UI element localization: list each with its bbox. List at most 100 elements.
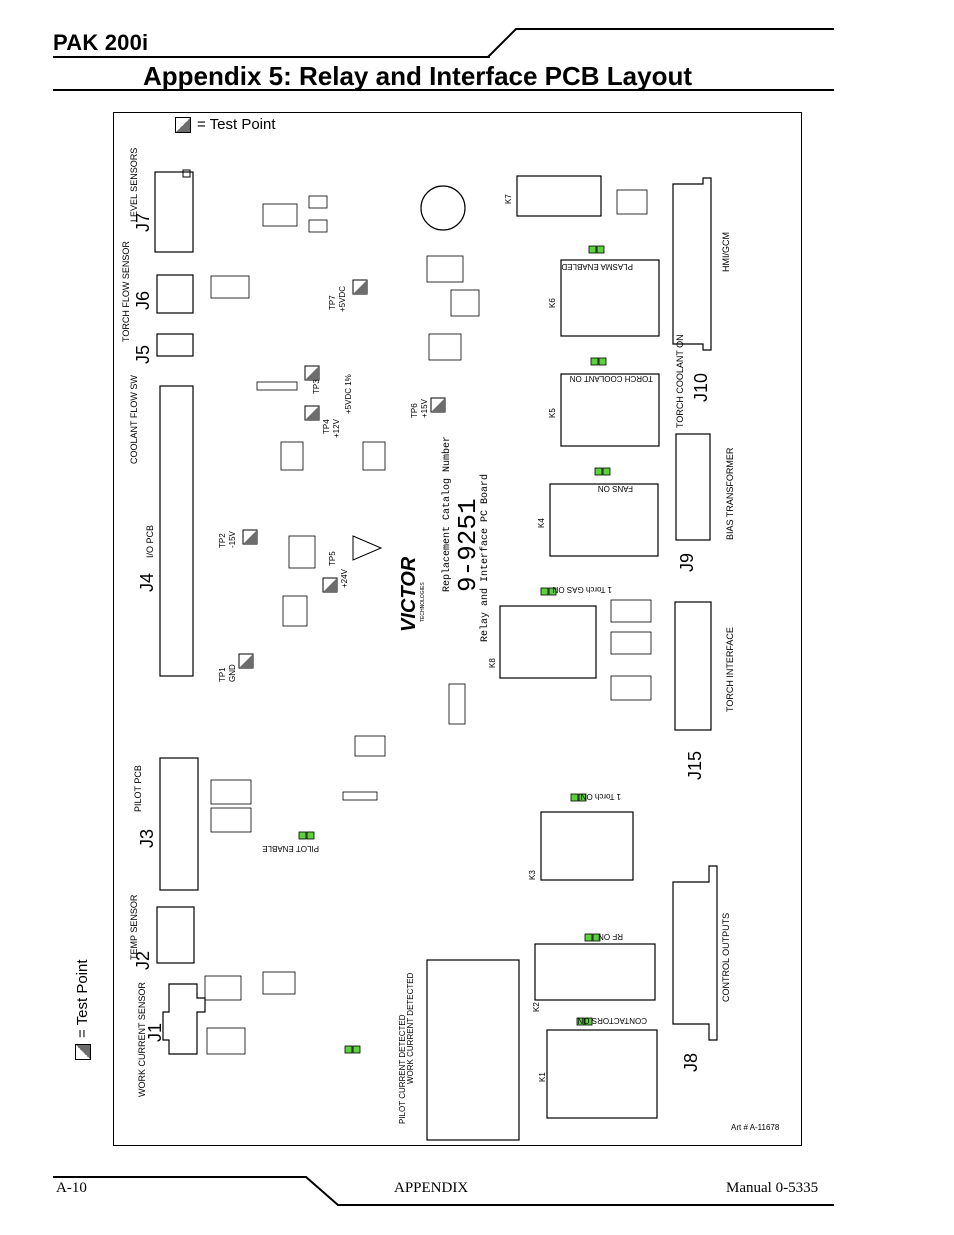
catalog-number: 9-9251 xyxy=(453,498,483,592)
pcb-label: J10 xyxy=(691,373,711,402)
pcb-frame xyxy=(113,112,802,1146)
small-components xyxy=(204,189,652,1055)
pcb-label: TP3 xyxy=(312,379,321,394)
pcb-label: 1 Torch ON xyxy=(580,792,621,801)
pcb-label: TORCH COOLANT ON xyxy=(570,374,653,383)
pcb-label: J15 xyxy=(685,751,705,780)
pcb-label: WORK CURRENT DETECTED xyxy=(406,972,415,1084)
connector-j1: J1 WORK CURRENT SENSOR xyxy=(137,982,206,1097)
pcb-label: -15V xyxy=(228,530,237,548)
pcb-label: TORCH INTERFACE xyxy=(725,627,735,712)
title-underline xyxy=(53,89,834,91)
pcb-label: TP1 xyxy=(218,667,227,682)
connector-j15: J15 TORCH INTERFACE xyxy=(674,601,735,780)
pcb-label: J5 xyxy=(133,345,153,364)
connector-hmi: HMI/GCM xyxy=(672,177,731,351)
art-number: Art # A-11678 xyxy=(731,1123,780,1132)
test-point-tp2 xyxy=(242,529,258,545)
pcb-label: CONTACTORS ON xyxy=(577,1016,647,1025)
footer-manual-number: Manual 0-5335 xyxy=(726,1180,819,1196)
pcb-label: K2 xyxy=(532,1002,541,1012)
pcb-label: K6 xyxy=(548,298,557,308)
pcb-label: 1 Torch GAS ON xyxy=(552,585,612,594)
connector-j5: J5 COOLANT FLOW SW xyxy=(129,333,194,464)
pcb-label: TP7 xyxy=(328,295,337,310)
relay-k6: K6 xyxy=(548,259,660,337)
relay-k1: K1 xyxy=(538,1029,658,1119)
catalog-label: Replacement Catalog Number xyxy=(441,436,453,592)
pcb-label: TORCH FLOW SENSOR xyxy=(121,241,131,342)
pcb-label: +5VDC 1% xyxy=(344,374,353,414)
footer-section: APPENDIX xyxy=(394,1180,469,1196)
connector-j4: J4 I/O PCB xyxy=(137,385,194,677)
pcb-label: J2 xyxy=(133,951,153,970)
connector-label: LEVEL SENSORS xyxy=(129,148,139,222)
test-point-swatch-icon xyxy=(75,1044,92,1060)
test-point-legend-side: = Test Point xyxy=(74,920,94,1060)
pcb-label: WORK CURRENT SENSOR xyxy=(137,982,147,1097)
pcb-label: PILOT PCB xyxy=(133,765,143,812)
victor-logo: VICTOR xyxy=(398,556,420,632)
victor-logo-sub: TECHNOLOGIES xyxy=(420,582,426,622)
pcb-label: TP5 xyxy=(328,551,337,566)
test-point-legend-text: = Test Point xyxy=(197,116,276,133)
connector-id: J7 xyxy=(133,213,153,232)
pcb-label: I/O PCB xyxy=(145,525,155,558)
pcb-label: K8 xyxy=(488,658,497,668)
test-point-tp1 xyxy=(238,653,254,669)
pcb-label: J3 xyxy=(137,829,157,848)
test-point-tp3 xyxy=(304,365,320,381)
footer-page-number: A-10 xyxy=(56,1180,87,1196)
pcb-label: TEMP SENSOR xyxy=(129,894,139,960)
connector-j6: J6 TORCH FLOW SENSOR xyxy=(121,241,194,342)
relay-k7: K7 xyxy=(504,175,602,217)
pcb-label: TORCH COOLANT ON xyxy=(675,334,685,428)
pcb-label: J1 xyxy=(145,1023,165,1042)
test-point-legend-side-text: = Test Point xyxy=(74,959,91,1038)
brand-label: PAK 200i xyxy=(53,30,149,55)
footer-rule xyxy=(53,1176,834,1206)
pcb-label: K7 xyxy=(504,194,513,204)
pcb-label: RF ON xyxy=(598,932,623,941)
pcb-label: BIAS TRANSFORMER xyxy=(725,447,735,540)
pcb-label: K4 xyxy=(537,518,546,528)
relay-k3: K3 xyxy=(528,811,634,881)
pcb-label: HMI/GCM xyxy=(721,232,731,272)
pcb-label: +12V xyxy=(332,418,341,438)
test-point-tp7 xyxy=(352,279,368,295)
pcb-label: TP4 xyxy=(322,419,331,434)
pcb-label: J6 xyxy=(133,291,153,310)
pcb-label: +5VDC xyxy=(338,286,347,312)
pcb-label: K5 xyxy=(548,408,557,418)
pcb-drawing: J7 LEVEL SENSORS J6 TORCH FLOW SENSOR J5… xyxy=(121,148,780,1141)
pcb-label: J8 xyxy=(681,1053,701,1072)
pcb-label: PILOT CURRENT DETECTED xyxy=(398,1014,407,1124)
pcb-label: J4 xyxy=(137,573,157,592)
pcb-label: FANS ON xyxy=(598,484,633,493)
pcb-label: K3 xyxy=(528,870,537,880)
connector-j2: J2 TEMP SENSOR xyxy=(129,894,195,970)
pcb-label: TP2 xyxy=(218,533,227,548)
pcb-label: K1 xyxy=(538,1072,547,1082)
connector-j9: J9 BIAS TRANSFORMER xyxy=(675,433,735,572)
pcb-label: PILOT ENABLE xyxy=(262,844,319,853)
test-point-swatch-icon xyxy=(175,117,191,134)
pcb-label: J9 xyxy=(677,553,697,572)
pcb-label: TP6 xyxy=(410,403,419,418)
pcb-label: +24V xyxy=(340,568,349,588)
status-leds xyxy=(298,245,611,1054)
test-point-tp6 xyxy=(430,397,446,413)
test-point-tp4 xyxy=(304,405,320,421)
page-title: Appendix 5: Relay and Interface PCB Layo… xyxy=(143,61,693,91)
relay-k5: K5 xyxy=(548,373,660,447)
module-block xyxy=(426,959,520,1141)
pcb-label: CONTROL OUTPUTS xyxy=(721,913,731,1002)
header-tab-shape xyxy=(487,28,834,58)
esd-warning-icon xyxy=(352,535,383,561)
connector-j10: J10 TORCH COOLANT ON xyxy=(675,334,711,428)
connector-j8: J8 CONTROL OUTPUTS xyxy=(672,865,731,1072)
pcb-label: +15V xyxy=(420,398,429,418)
connector-j7: J7 LEVEL SENSORS xyxy=(129,148,194,253)
header-rule-short xyxy=(53,56,490,58)
test-point-legend-top: = Test Point xyxy=(175,116,276,134)
